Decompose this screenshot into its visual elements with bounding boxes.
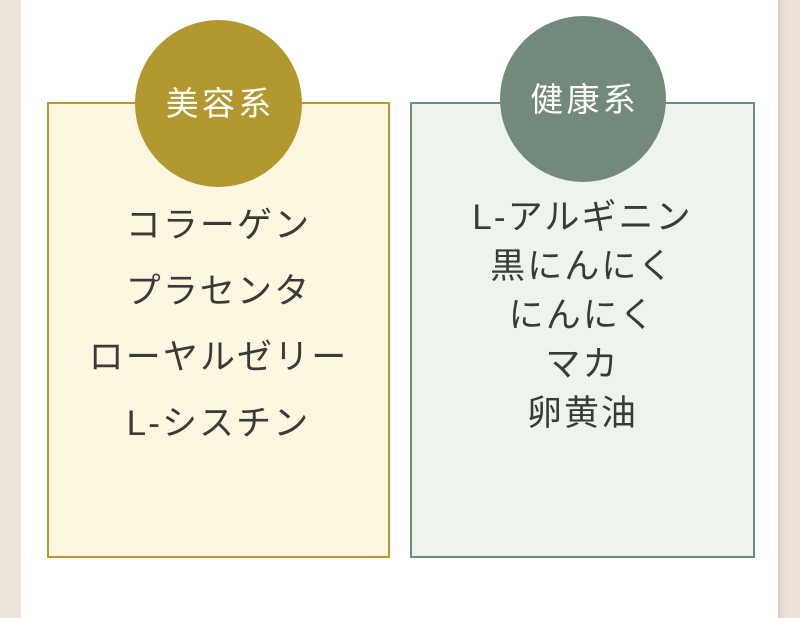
category-badge-health: 健康系 [500, 16, 666, 182]
list-item: マカ [545, 345, 620, 384]
list-item: ローヤルゼリー [88, 338, 349, 377]
list-item: 卵黄油 [526, 394, 639, 433]
list-item: にんにく [508, 296, 657, 335]
category-badge-beauty: 美容系 [135, 20, 302, 187]
list-item: プラセンタ [125, 272, 312, 311]
ingredient-list-health: L-アルギニン 黒にんにく にんにく マカ 卵黄油 [412, 200, 753, 431]
list-item: 黒にんにく [490, 247, 675, 286]
category-badge-label-health: 健康系 [530, 80, 640, 118]
ingredient-list-beauty: コラーゲン プラセンタ ローヤルゼリー L-シスチン [49, 208, 388, 441]
page-edge-strip-left [0, 0, 21, 618]
list-item: L-シスチン [126, 404, 311, 443]
list-item: L-アルギニン [472, 198, 693, 237]
page-edge-strip-right [778, 0, 800, 618]
list-item: コラーゲン [125, 206, 312, 245]
category-badge-label-beauty: 美容系 [165, 85, 275, 122]
